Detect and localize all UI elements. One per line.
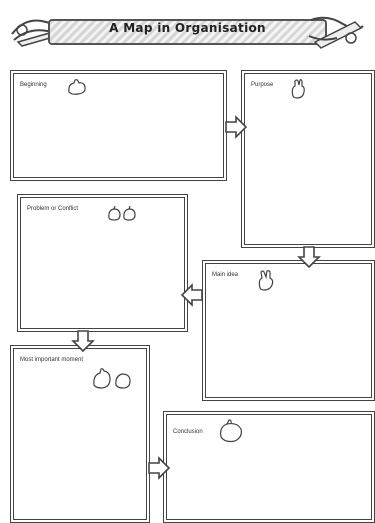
purpose-box[interactable]: Purpose	[241, 70, 375, 248]
arrow-right-icon	[148, 456, 171, 480]
beginning-label: Beginning	[20, 82, 47, 88]
arrow-right-icon	[225, 115, 248, 139]
banner-bar	[48, 19, 327, 45]
arrow-down-icon	[297, 246, 321, 269]
hand-icon	[220, 419, 242, 443]
main-idea-box[interactable]: Main idea	[202, 260, 375, 401]
purpose-label: Purpose	[251, 82, 274, 88]
title-banner: A Map in Organisation	[8, 12, 367, 50]
problem-box[interactable]: Problem or Conflict	[17, 194, 188, 332]
conclusion-label: Conclusion	[173, 429, 203, 435]
hand-icon	[291, 79, 305, 99]
two-hands-icon	[108, 205, 136, 221]
hand-icon	[258, 270, 274, 291]
most-important-box[interactable]: Most important moment	[10, 345, 150, 523]
hand-icon	[68, 79, 86, 95]
most-important-label: Most important moment	[20, 357, 84, 363]
arrow-down-icon	[71, 330, 95, 353]
beginning-box[interactable]: Beginning	[10, 70, 227, 181]
page-title: A Map in Organisation	[109, 21, 266, 35]
scroll-decoration-icon	[308, 16, 364, 49]
arrow-left-icon	[180, 283, 203, 307]
problem-label: Problem or Conflict	[27, 206, 79, 212]
conclusion-box[interactable]: Conclusion	[163, 411, 375, 523]
two-hands-icon	[93, 368, 131, 389]
main-idea-label: Main idea	[212, 272, 239, 278]
